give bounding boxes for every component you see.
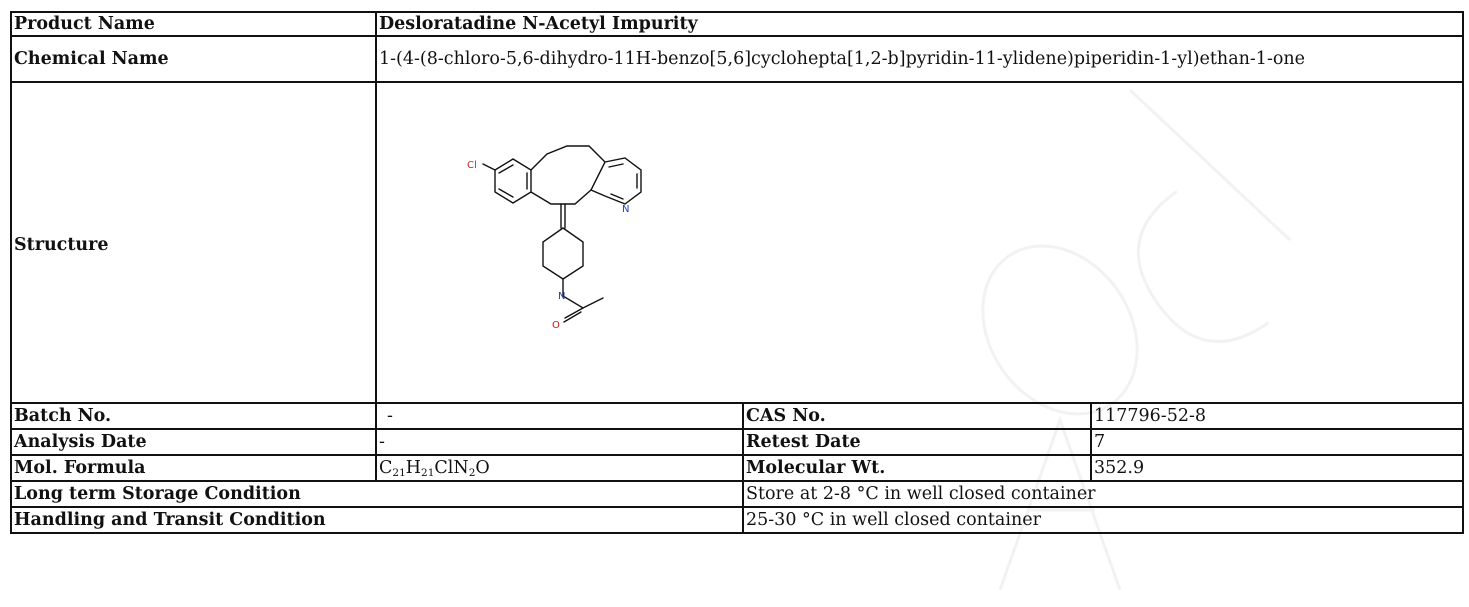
product-name-value: Desloratadine N-Acetyl Impurity [375, 11, 1464, 37]
mol-formula-value: C21H21ClN2O [375, 454, 744, 482]
atom-n-pyridine: N [622, 204, 629, 215]
molecular-wt-label: Molecular Wt. [742, 454, 1092, 482]
row-chemical-name: Chemical Name 1-(4-(8-chloro-5,6-dihydro… [10, 35, 1464, 83]
molecular-wt-value: 352.9 [1090, 454, 1464, 482]
row-storage: Long term Storage Condition Store at 2-8… [10, 480, 1464, 508]
transit-condition-value: 25-30 °C in well closed container [742, 506, 1464, 534]
chemical-name-value: 1-(4-(8-chloro-5,6-dihydro-11H-benzo[5,6… [375, 35, 1464, 83]
chemical-name-label: Chemical Name [10, 35, 377, 83]
retest-date-label: Retest Date [742, 428, 1092, 456]
structure-cell: Cl N N O [375, 81, 1464, 404]
batch-no-value: - [375, 402, 744, 430]
retest-date-value: 7 [1090, 428, 1464, 456]
row-structure: Structure [10, 81, 1464, 404]
chemical-structure-image: Cl N N O [467, 144, 642, 331]
batch-no-label: Batch No. [10, 402, 377, 430]
analysis-date-value: - [375, 428, 744, 456]
coa-table: Product Name Desloratadine N-Acetyl Impu… [10, 11, 1464, 534]
cas-no-label: CAS No. [742, 402, 1092, 430]
storage-condition-value: Store at 2-8 °C in well closed container [742, 480, 1464, 508]
analysis-date-label: Analysis Date [10, 428, 377, 456]
row-analysis-retest: Analysis Date - Retest Date 7 [10, 428, 1464, 456]
structure-label: Structure [10, 81, 377, 404]
cas-no-value: 117796-52-8 [1090, 402, 1464, 430]
row-product-name: Product Name Desloratadine N-Acetyl Impu… [10, 11, 1464, 37]
product-name-label: Product Name [10, 11, 377, 37]
row-batch-cas: Batch No. - CAS No. 117796-52-8 [10, 402, 1464, 430]
row-formula-mw: Mol. Formula C21H21ClN2O Molecular Wt. 3… [10, 454, 1464, 482]
atom-cl: Cl [467, 160, 477, 171]
mol-formula-label: Mol. Formula [10, 454, 377, 482]
atom-n-piperidine: N [558, 291, 565, 302]
storage-condition-label: Long term Storage Condition [10, 480, 744, 508]
row-transit: Handling and Transit Condition 25-30 °C … [10, 506, 1464, 534]
atom-o: O [552, 320, 560, 331]
transit-condition-label: Handling and Transit Condition [10, 506, 744, 534]
